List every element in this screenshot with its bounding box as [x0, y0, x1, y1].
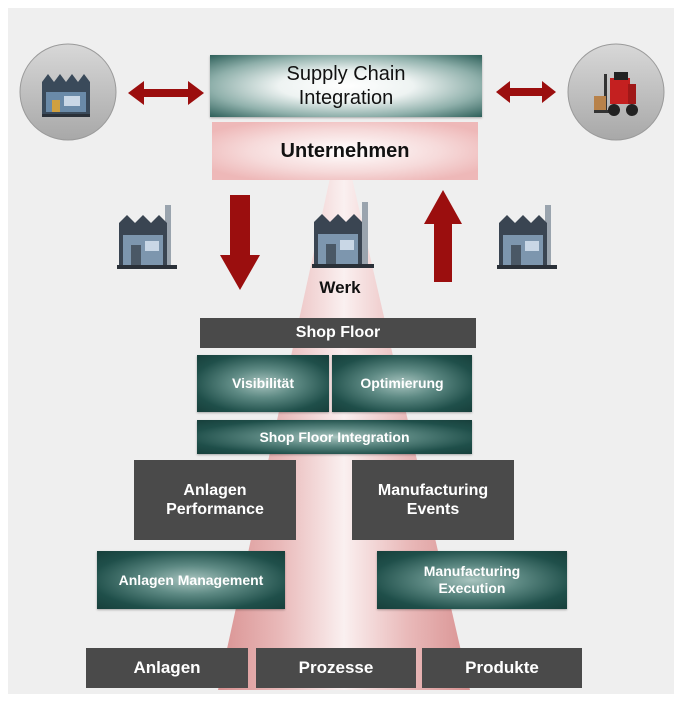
warehouse-icon: [42, 74, 90, 117]
shop-floor-integration-box: Shop Floor Integration: [197, 420, 472, 454]
plant-label: Werk: [319, 278, 361, 297]
shop-floor-box: Shop Floor: [200, 318, 476, 348]
processes-box: Prozesse: [256, 648, 416, 688]
products-box: Produkte: [422, 648, 582, 688]
manufacturing-events-box: Manufacturing Events: [352, 460, 514, 540]
optimization-box: Optimierung: [332, 355, 472, 412]
double-arrow-left: [128, 81, 204, 105]
products-label: Produkte: [465, 657, 539, 677]
factory-icon: [497, 205, 557, 269]
forklift-icon: [594, 72, 638, 116]
shop-floor-label: Shop Floor: [295, 324, 381, 342]
double-arrow-right: [496, 81, 556, 103]
visibility-box: Visibilität: [197, 355, 329, 412]
manufacturing-events-label: Manufacturing Events: [377, 481, 489, 518]
assets-box: Anlagen: [86, 648, 248, 688]
factory-icon: [117, 205, 177, 269]
supply-chain-integration-label: Supply Chain Integration: [286, 63, 406, 109]
down-arrow: [220, 195, 260, 290]
shop-floor-integration-label: Shop Floor Integration: [259, 428, 410, 445]
asset-management-label: Anlagen Management: [118, 571, 264, 588]
visibility-label: Visibilität: [232, 375, 294, 392]
manufacturing-execution-label: Manufacturing Execution: [423, 563, 521, 596]
assets-label: Anlagen: [133, 657, 201, 677]
processes-label: Prozesse: [298, 657, 374, 677]
enterprise-label: Unternehmen: [280, 140, 410, 162]
supply-chain-integration-box: Supply Chain Integration: [210, 55, 482, 117]
asset-management-box: Anlagen Management: [97, 551, 285, 609]
factory-icon: [312, 202, 374, 268]
manufacturing-execution-box: Manufacturing Execution: [377, 551, 567, 609]
asset-performance-box: Anlagen Performance: [134, 460, 296, 540]
up-arrow: [424, 190, 462, 282]
optimization-label: Optimierung: [360, 375, 444, 392]
enterprise-box: Unternehmen: [212, 122, 478, 180]
asset-performance-label: Anlagen Performance: [166, 481, 264, 518]
